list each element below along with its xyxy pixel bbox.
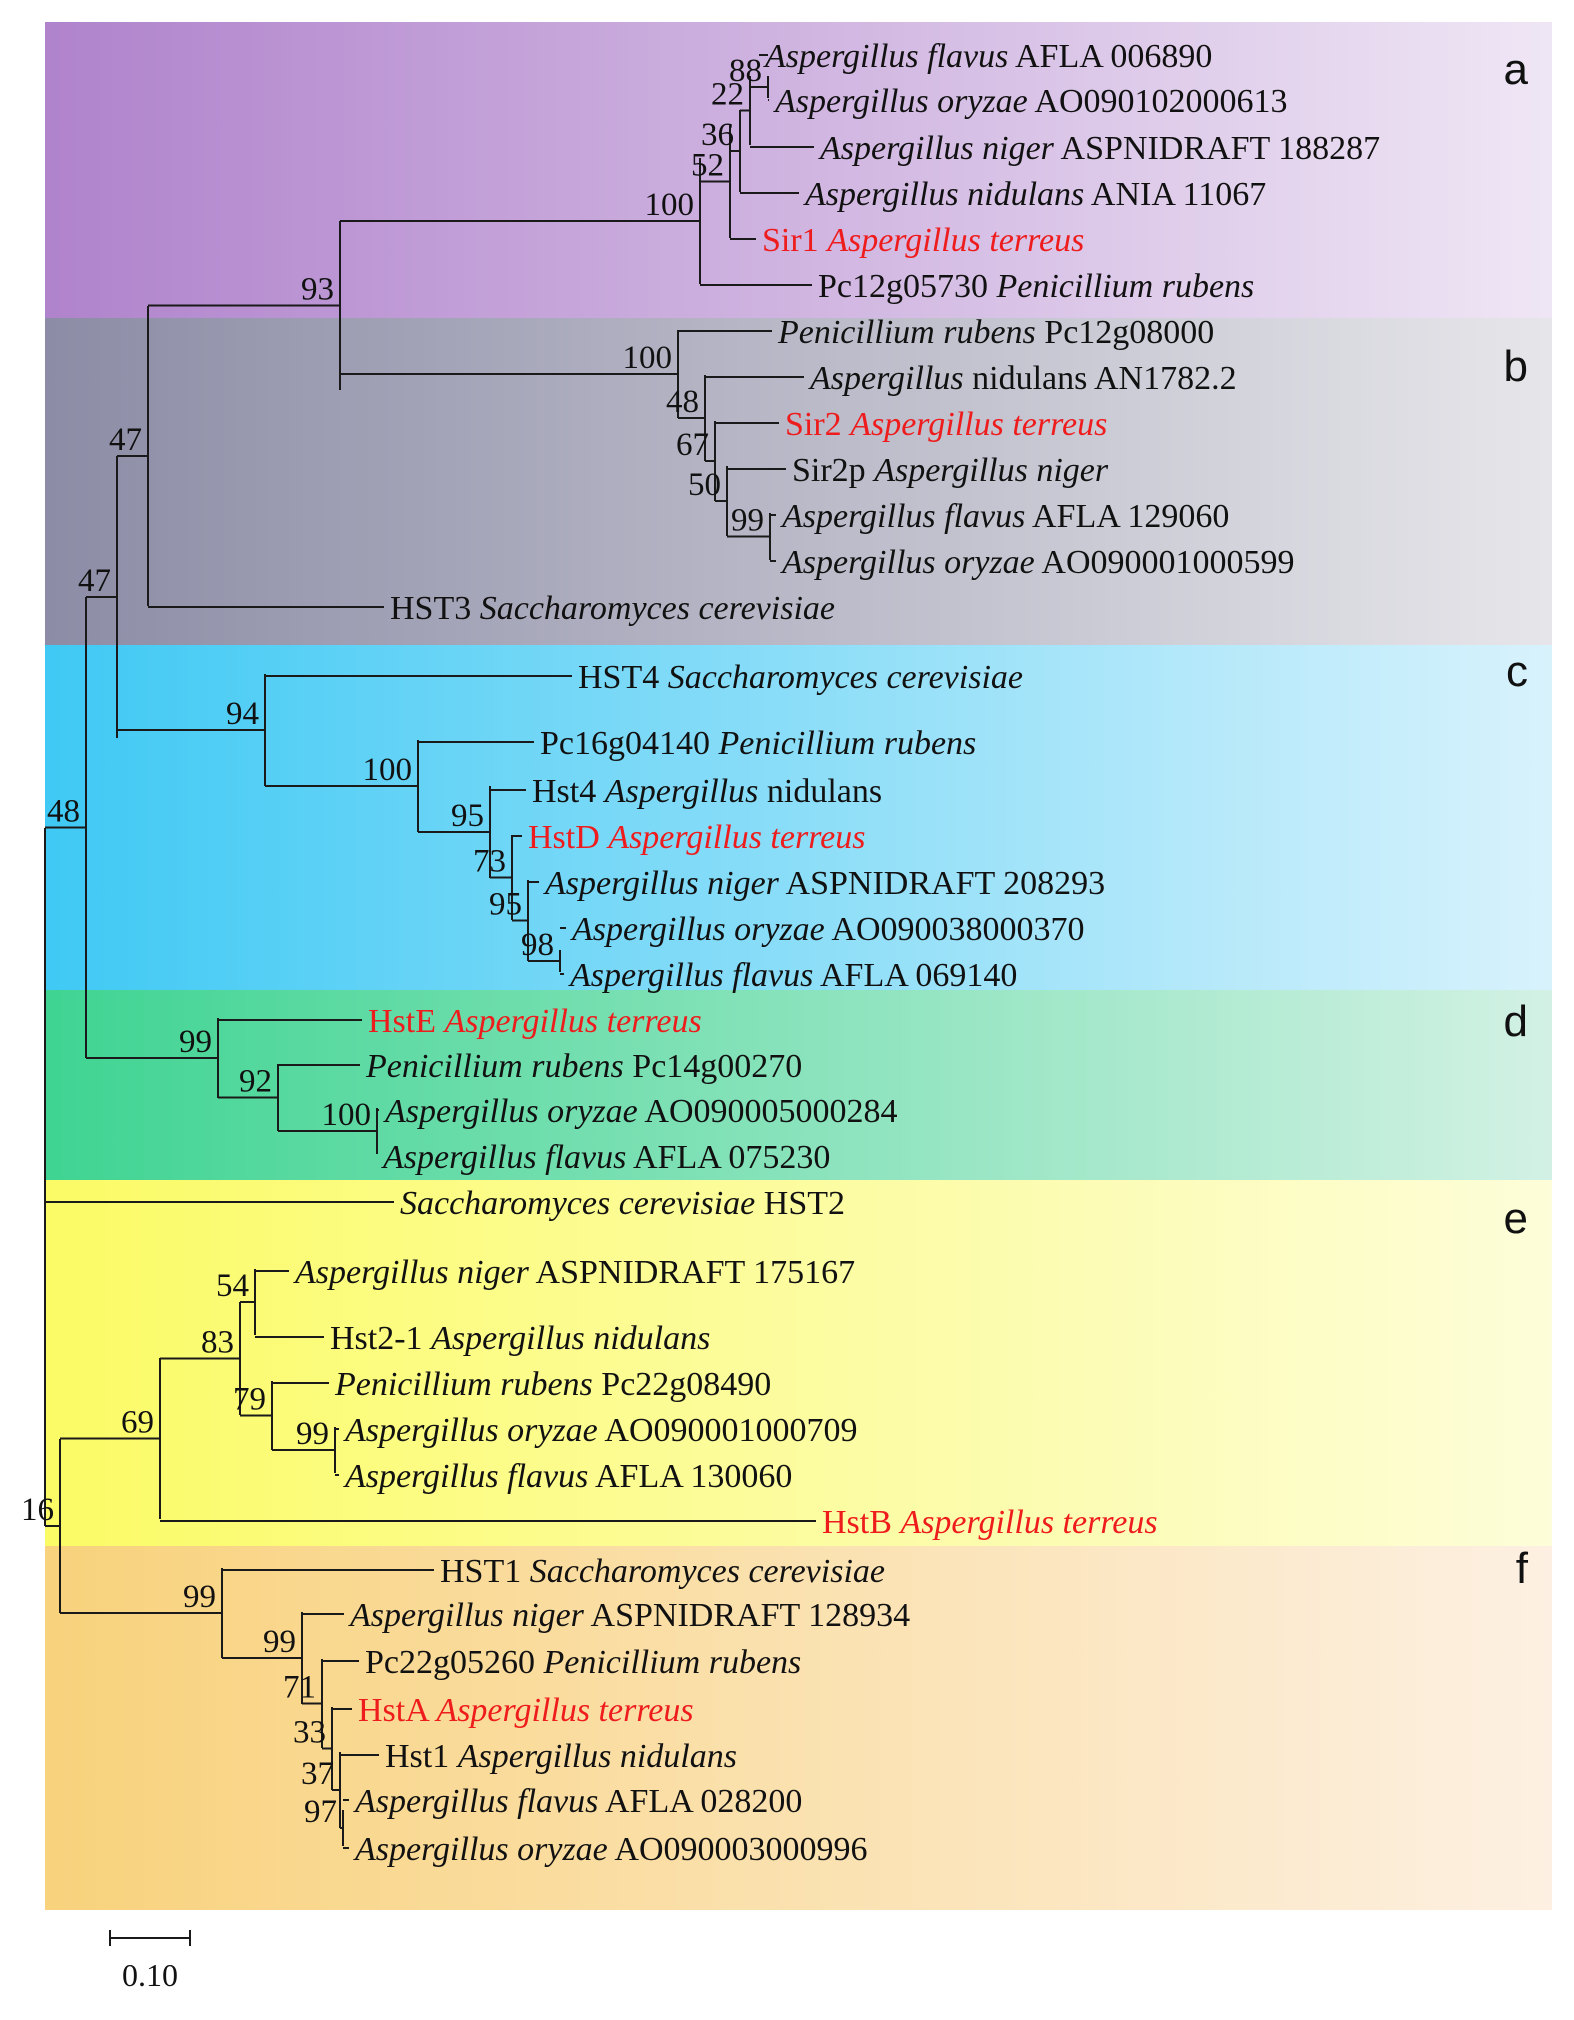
bootstrap-value: 99 (179, 1024, 212, 1060)
leaf-label-highlighted: Sir1 Aspergillus terreus (762, 222, 1084, 259)
bootstrap-value: 97 (304, 1794, 337, 1830)
bootstrap-value: 54 (216, 1268, 249, 1304)
leaf-label: Aspergillus niger ASPNIDRAFT 128934 (348, 1597, 910, 1634)
bootstrap-value: 47 (78, 563, 111, 599)
bootstrap-value: 69 (121, 1405, 154, 1441)
leaf-label: Pc12g05730 Penicillium rubens (818, 268, 1254, 305)
leaf-label: Hst1 Aspergillus nidulans (385, 1738, 737, 1775)
bootstrap-value: 99 (731, 503, 764, 539)
bootstrap-value: 98 (521, 927, 554, 963)
bootstrap-value: 50 (688, 467, 721, 503)
clade-band-e (45, 1180, 1552, 1546)
bootstrap-value: 93 (301, 272, 334, 308)
leaf-label: Aspergillus niger ASPNIDRAFT 175167 (293, 1254, 855, 1291)
bootstrap-value: 100 (363, 752, 413, 788)
leaf-label: Pc22g05260 Penicillium rubens (365, 1644, 801, 1681)
bootstrap-value: 33 (293, 1715, 326, 1751)
leaf-label: Aspergillus nidulans AN1782.2 (808, 360, 1237, 397)
clade-band-a (45, 22, 1552, 318)
bootstrap-value: 67 (676, 427, 709, 463)
leaf-label: Aspergillus oryzae AO090102000613 (773, 83, 1288, 120)
leaf-label: Aspergillus oryzae AO090001000709 (343, 1412, 858, 1449)
leaf-label: Penicillium rubens Pc14g00270 (365, 1048, 802, 1085)
clade-band-f (45, 1546, 1552, 1910)
clade-label-d: d (1504, 997, 1528, 1046)
leaf-label: Penicillium rubens Pc12g08000 (777, 314, 1214, 351)
leaf-label-highlighted: HstD Aspergillus terreus (528, 819, 866, 856)
bootstrap-value: 22 (711, 77, 744, 113)
bootstrap-value: 71 (283, 1670, 316, 1706)
leaf-label: Aspergillus niger ASPNIDRAFT 208293 (543, 865, 1105, 902)
bootstrap-value: 48 (47, 794, 80, 830)
clade-band-d (45, 990, 1552, 1180)
bootstrap-value: 94 (226, 696, 259, 732)
bootstrap-value: 99 (296, 1416, 329, 1452)
bootstrap-value: 83 (201, 1325, 234, 1361)
bootstrap-value: 99 (183, 1579, 216, 1615)
bootstrap-value: 79 (233, 1382, 266, 1418)
leaf-label: Saccharomyces cerevisiae HST2 (400, 1185, 845, 1222)
bootstrap-value: 48 (666, 384, 699, 420)
clade-label-e: e (1504, 1194, 1528, 1243)
bootstrap-value: 52 (691, 148, 724, 184)
leaf-label: Sir2p Aspergillus niger (792, 452, 1109, 489)
bootstrap-value: 16 (21, 1492, 54, 1528)
clade-label-c: c (1506, 647, 1528, 696)
leaf-label: Aspergillus oryzae AO090003000996 (353, 1831, 868, 1868)
bootstrap-value: 92 (239, 1064, 272, 1100)
leaf-label-highlighted: HstE Aspergillus terreus (368, 1003, 702, 1040)
clade-label-a: a (1504, 45, 1529, 94)
leaf-label: Hst4 Aspergillus nidulans (532, 773, 882, 810)
leaf-label: HST1 Saccharomyces cerevisiae (440, 1553, 885, 1590)
clade-label-b: b (1504, 342, 1528, 391)
leaf-label: Aspergillus oryzae AO090001000599 (780, 544, 1295, 581)
clade-band-c (45, 645, 1552, 990)
leaf-label-highlighted: Sir2 Aspergillus terreus (785, 406, 1107, 443)
bootstrap-value: 73 (473, 844, 506, 880)
bootstrap-value: 100 (645, 187, 695, 223)
bootstrap-value: 100 (322, 1097, 372, 1133)
leaf-label-highlighted: HstA Aspergillus terreus (358, 1692, 694, 1729)
bootstrap-value: 99 (263, 1624, 296, 1660)
clade-label-f: f (1516, 1544, 1529, 1593)
clade-band-b (45, 318, 1552, 645)
leaf-label: Aspergillus flavus AFLA 069140 (568, 957, 1017, 994)
leaf-label: Penicillium rubens Pc22g08490 (334, 1366, 771, 1403)
bootstrap-value: 95 (489, 887, 522, 923)
leaf-label: HST4 Saccharomyces cerevisiae (578, 659, 1023, 696)
leaf-label: Aspergillus flavus AFLA 129060 (780, 498, 1229, 535)
leaf-label: Aspergillus flavus AFLA 028200 (353, 1783, 802, 1820)
leaf-label-highlighted: HstB Aspergillus terreus (822, 1504, 1158, 1541)
leaf-label: Aspergillus flavus AFLA 075230 (381, 1139, 830, 1176)
bootstrap-value: 36 (701, 117, 734, 153)
bootstrap-value: 95 (451, 798, 484, 834)
leaf-label: Aspergillus oryzae AO090005000284 (383, 1093, 898, 1130)
leaf-label: Aspergillus flavus AFLA 130060 (343, 1458, 792, 1495)
leaf-label: Aspergillus flavus AFLA 006890 (763, 38, 1212, 75)
leaf-label: Pc16g04140 Penicillium rubens (540, 725, 976, 762)
bootstrap-value: 88 (729, 53, 762, 89)
leaf-label: HST3 Saccharomyces cerevisiae (390, 590, 835, 627)
leaf-label: Aspergillus oryzae AO090038000370 (570, 911, 1085, 948)
leaf-label: Hst2-1 Aspergillus nidulans (330, 1320, 710, 1357)
bootstrap-value: 47 (109, 422, 142, 458)
bootstrap-value: 37 (301, 1756, 334, 1792)
leaf-label: Aspergillus niger ASPNIDRAFT 188287 (818, 130, 1380, 167)
scale-bar-label: 0.10 (122, 1957, 178, 1993)
leaf-label: Aspergillus nidulans ANIA 11067 (803, 176, 1266, 213)
bootstrap-value: 100 (623, 340, 673, 376)
